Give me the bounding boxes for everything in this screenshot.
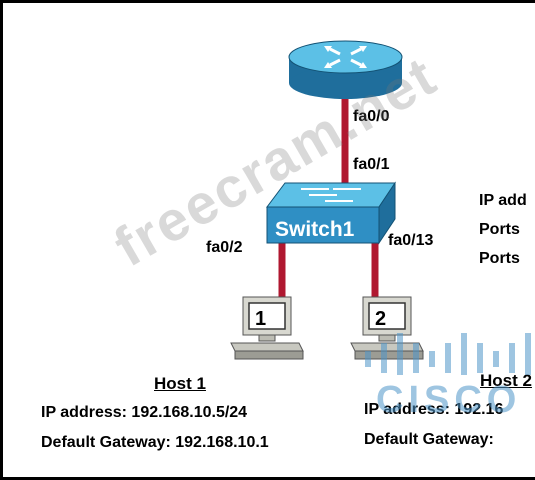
cisco-logo-text: CISCO — [376, 379, 522, 421]
switch-label: Switch1 — [275, 218, 355, 241]
host1-title: Host 1 — [154, 374, 206, 393]
switch-info-ports-2: Ports — [479, 250, 520, 267]
host2-title: Host 2 — [480, 371, 532, 390]
router-icon[interactable] — [288, 39, 403, 101]
cisco-logo-watermark — [361, 329, 535, 419]
switch-info-ports-1: Ports — [479, 221, 520, 238]
host2-ip: IP address: 192.16 — [364, 401, 504, 418]
switch-icon[interactable] — [265, 181, 397, 245]
port-label-fa0-13: fa0/13 — [388, 232, 434, 249]
switch-info-ip: IP add — [479, 192, 527, 209]
host2-pc-icon[interactable] — [349, 295, 425, 361]
host1-pc-icon[interactable] — [229, 295, 305, 361]
host1-pc-number: 1 — [255, 308, 267, 330]
host2-gateway: Default Gateway: — [364, 431, 494, 448]
port-label-fa0-2: fa0/2 — [206, 239, 243, 256]
port-label-fa0-0: fa0/0 — [353, 108, 390, 125]
host1-gateway: Default Gateway: 192.168.10.1 — [41, 434, 269, 451]
host2-pc-number: 2 — [375, 308, 387, 330]
port-label-fa0-1: fa0/1 — [353, 156, 390, 173]
links-layer — [278, 95, 379, 301]
host1-ip: IP address: 192.168.10.5/24 — [41, 404, 248, 421]
